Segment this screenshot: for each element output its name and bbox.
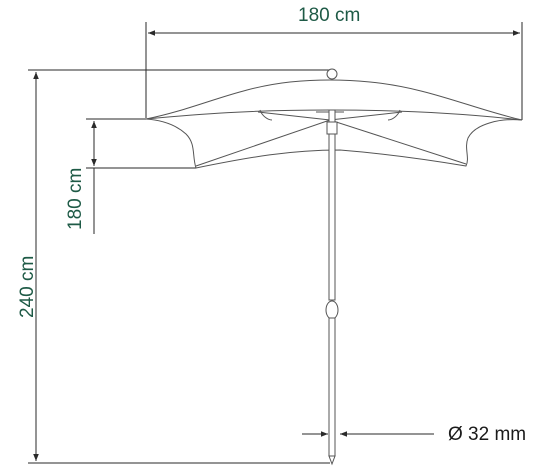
total-height-label: 240 cm — [17, 255, 38, 318]
pole-upper — [328, 109, 336, 301]
height-dimension — [28, 69, 330, 464]
pole-runner — [326, 121, 338, 135]
pole-diameter-label: Ø 32 mm — [448, 424, 527, 445]
umbrella-pole — [325, 109, 339, 466]
pole-crank — [325, 300, 339, 320]
rib — [329, 119, 467, 165]
finial — [326, 68, 338, 80]
rib — [257, 111, 331, 121]
rib — [195, 119, 331, 167]
pole-lower — [328, 317, 336, 457]
canopy-height-dimension — [86, 118, 196, 234]
width-label: 180 cm — [298, 5, 361, 26]
umbrella-ribs — [195, 111, 467, 167]
pole-tip — [328, 455, 336, 466]
canopy-inner-arc — [259, 109, 401, 121]
rib — [329, 111, 403, 121]
canopy-height-label: 180 cm — [65, 167, 86, 230]
